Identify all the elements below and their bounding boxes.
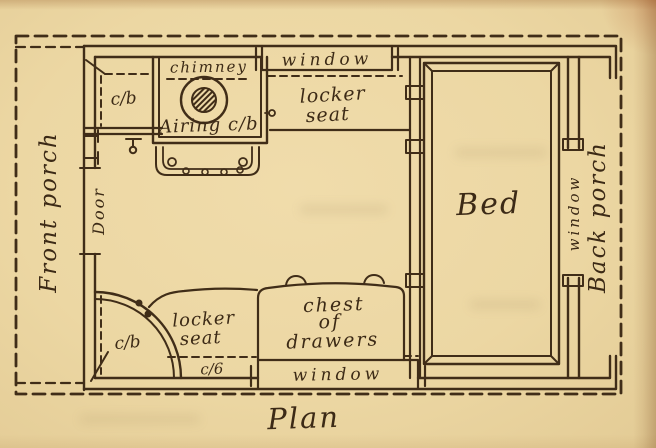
building-walls — [82, 44, 618, 392]
locker-seat-top: locker seat — [268, 82, 412, 132]
chimney-block: chimney Airing c/b — [151, 55, 269, 145]
door-label: Door — [89, 187, 108, 236]
chest-label-2: of — [318, 311, 342, 334]
back-wall: window — [562, 55, 584, 380]
airing-cupboard-label: Airing c/b — [157, 113, 259, 138]
locker-seat-top-label-2: seat — [305, 103, 350, 127]
cupboard-knob — [144, 310, 152, 318]
chest-of-drawers: chest of drawers — [256, 274, 406, 362]
front-porch-label: Front porch — [36, 131, 62, 293]
corner-cupboard-label: c/b — [114, 332, 142, 354]
locker-seat-bottom-label-2: seat — [179, 327, 222, 350]
locker-seat-top-label-1: locker — [299, 82, 367, 107]
top-window-label: window — [281, 49, 372, 71]
flue-icon — [179, 75, 229, 125]
bottom-cupboard-label: c/6 — [200, 360, 224, 379]
bottom-window-label: window — [292, 364, 383, 386]
chest-label-1: chest — [303, 293, 365, 317]
tap-icon — [128, 145, 138, 155]
wall-hook-icon — [264, 109, 276, 117]
top-window: window — [254, 44, 403, 77]
bottom-window: window — [167, 355, 427, 390]
fender — [155, 146, 260, 176]
front-door: Door — [79, 129, 108, 255]
flue-hatching — [191, 87, 217, 113]
drawer-handle — [363, 274, 385, 285]
showthrough-smudge — [455, 148, 547, 157]
cupboard-knob — [135, 299, 143, 307]
showthrough-smudge — [80, 415, 200, 423]
bed-label: Bed — [455, 186, 522, 223]
plan-caption: Plan — [266, 400, 341, 437]
bed: Bed — [422, 61, 561, 366]
eaves-outline — [14, 34, 623, 396]
top-left-cupboard-label: c/b — [110, 88, 137, 110]
partition-wall — [405, 55, 425, 380]
drawer-handle — [285, 275, 307, 286]
locker-seat-bottom-label-1: locker — [172, 307, 236, 331]
chimney-label: chimney — [170, 57, 248, 76]
top-left-cupboard: c/b — [82, 59, 164, 155]
corner-cupboard: c/b — [90, 290, 183, 382]
back-window-label: window — [565, 175, 583, 252]
locker-seat-bottom: locker seat c/6 — [147, 287, 259, 379]
showthrough-smudge — [300, 205, 388, 214]
showthrough-smudge — [470, 300, 540, 309]
back-porch-label: Back porch — [585, 141, 611, 294]
chest-label-3: drawers — [286, 328, 380, 353]
